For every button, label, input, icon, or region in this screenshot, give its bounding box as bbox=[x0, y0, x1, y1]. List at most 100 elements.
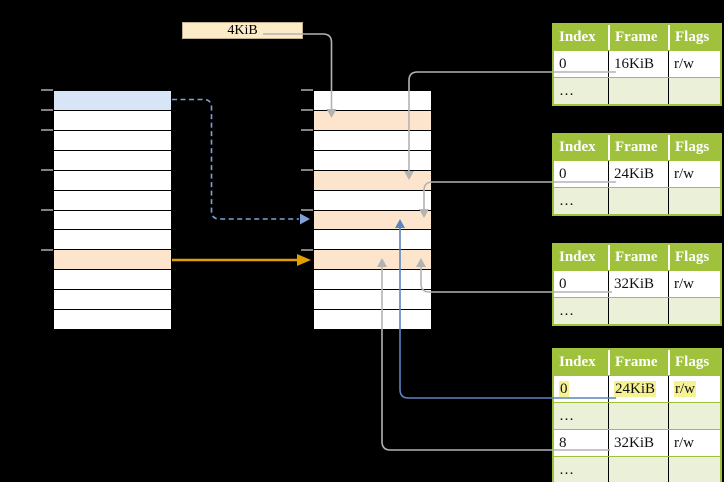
table-row: … bbox=[554, 78, 720, 104]
memory-row-orange bbox=[54, 250, 171, 271]
memory-row-white bbox=[54, 190, 171, 211]
address-tick bbox=[41, 249, 53, 251]
memory-row-white bbox=[54, 230, 171, 251]
highlighted-value: 24KiB bbox=[614, 381, 657, 397]
table-row: 8 32KiB r/w bbox=[554, 430, 720, 456]
table-row: … bbox=[554, 403, 720, 429]
cell-frame bbox=[608, 403, 668, 429]
cell-frame: 24KiB bbox=[608, 161, 668, 187]
cell-flags: r/w bbox=[668, 430, 720, 456]
address-tick bbox=[41, 109, 53, 111]
header-index: Index bbox=[559, 354, 596, 370]
page-table-16kib: Index Frame Flags 0 16KiB r/w … bbox=[552, 23, 722, 106]
page-table-32kib: Index Frame Flags 0 32KiB r/w … bbox=[552, 243, 722, 326]
arrow-orange-page-to-frame bbox=[172, 254, 311, 266]
cell-flags bbox=[668, 188, 720, 214]
memory-row-orange bbox=[314, 210, 431, 231]
memory-row-white bbox=[314, 270, 431, 291]
cell-frame bbox=[608, 78, 668, 104]
left-memory-column bbox=[53, 90, 172, 330]
address-tick bbox=[301, 89, 313, 91]
memory-row-white bbox=[54, 290, 171, 311]
table-row-highlighted: 0 24KiB r/w bbox=[554, 376, 720, 402]
cell-index: … bbox=[559, 83, 574, 99]
arrow-blue-page-to-frame bbox=[172, 98, 310, 225]
address-tick bbox=[301, 209, 313, 211]
table-header-row: Index Frame Flags bbox=[554, 25, 720, 50]
memory-row-white bbox=[54, 310, 171, 330]
header-frame: Frame bbox=[608, 25, 668, 50]
cell-frame bbox=[608, 298, 668, 324]
cell-flags: r/w bbox=[668, 51, 720, 77]
header-flags: Flags bbox=[668, 245, 720, 270]
address-tick bbox=[41, 209, 53, 211]
header-index: Index bbox=[559, 249, 596, 265]
page-size-label: 4KiB bbox=[182, 22, 303, 39]
highlighted-value: 0 bbox=[559, 381, 569, 397]
memory-row-white bbox=[314, 91, 431, 111]
cell-frame: 24KiB bbox=[608, 376, 668, 402]
address-tick bbox=[41, 169, 53, 171]
table-row: 0 32KiB r/w bbox=[554, 271, 720, 297]
highlighted-value: r/w bbox=[674, 381, 696, 397]
cell-flags: r/w bbox=[668, 376, 720, 402]
memory-row-orange bbox=[314, 110, 431, 131]
cell-index: … bbox=[559, 193, 574, 209]
table-row: 0 16KiB r/w bbox=[554, 51, 720, 77]
address-tick bbox=[41, 129, 53, 131]
cell-index: 8 bbox=[559, 435, 567, 451]
table-header-row: Index Frame Flags bbox=[554, 350, 720, 375]
page-table-mixed: Index Frame Flags 0 24KiB r/w … 8 32KiB … bbox=[552, 348, 722, 482]
header-index: Index bbox=[559, 139, 596, 155]
cell-index: 0 bbox=[559, 276, 567, 292]
table-header-row: Index Frame Flags bbox=[554, 135, 720, 160]
memory-row-blue bbox=[54, 91, 171, 111]
header-frame: Frame bbox=[608, 135, 668, 160]
address-tick bbox=[301, 249, 313, 251]
memory-row-white bbox=[54, 150, 171, 171]
cell-index: … bbox=[559, 462, 574, 478]
table-header-row: Index Frame Flags bbox=[554, 245, 720, 270]
table-row: … bbox=[554, 457, 720, 482]
header-frame: Frame bbox=[608, 350, 668, 375]
cell-flags: r/w bbox=[668, 161, 720, 187]
header-flags: Flags bbox=[668, 350, 720, 375]
cell-frame: 16KiB bbox=[608, 51, 668, 77]
header-frame: Frame bbox=[608, 245, 668, 270]
header-flags: Flags bbox=[668, 135, 720, 160]
memory-row-white bbox=[54, 270, 171, 291]
memory-row-white bbox=[314, 150, 431, 171]
middle-memory-column bbox=[313, 90, 432, 330]
memory-row-white bbox=[54, 210, 171, 231]
memory-row-white bbox=[314, 130, 431, 151]
cell-frame: 32KiB bbox=[608, 271, 668, 297]
address-tick bbox=[41, 89, 53, 91]
cell-index: 0 bbox=[554, 376, 608, 402]
memory-row-orange bbox=[314, 170, 431, 191]
header-index: Index bbox=[559, 29, 596, 45]
cell-flags bbox=[668, 78, 720, 104]
memory-row-white bbox=[314, 310, 431, 330]
memory-row-white bbox=[314, 230, 431, 251]
cell-flags bbox=[668, 403, 720, 429]
memory-row-white bbox=[314, 290, 431, 311]
cell-frame: 32KiB bbox=[608, 430, 668, 456]
cell-flags bbox=[668, 457, 720, 482]
address-tick bbox=[301, 109, 313, 111]
table-row: … bbox=[554, 188, 720, 214]
table-row: 0 24KiB r/w bbox=[554, 161, 720, 187]
memory-row-orange bbox=[314, 250, 431, 271]
header-flags: Flags bbox=[668, 25, 720, 50]
memory-row-white bbox=[54, 130, 171, 151]
memory-row-white bbox=[54, 170, 171, 191]
cell-frame bbox=[608, 457, 668, 482]
cell-frame bbox=[608, 188, 668, 214]
cell-index: 0 bbox=[559, 56, 567, 72]
cell-index: … bbox=[559, 303, 574, 319]
page-table-24kib: Index Frame Flags 0 24KiB r/w … bbox=[552, 133, 722, 216]
address-tick bbox=[301, 169, 313, 171]
cell-index: 0 bbox=[559, 166, 567, 182]
memory-row-white bbox=[54, 110, 171, 131]
cell-index: … bbox=[559, 408, 574, 424]
